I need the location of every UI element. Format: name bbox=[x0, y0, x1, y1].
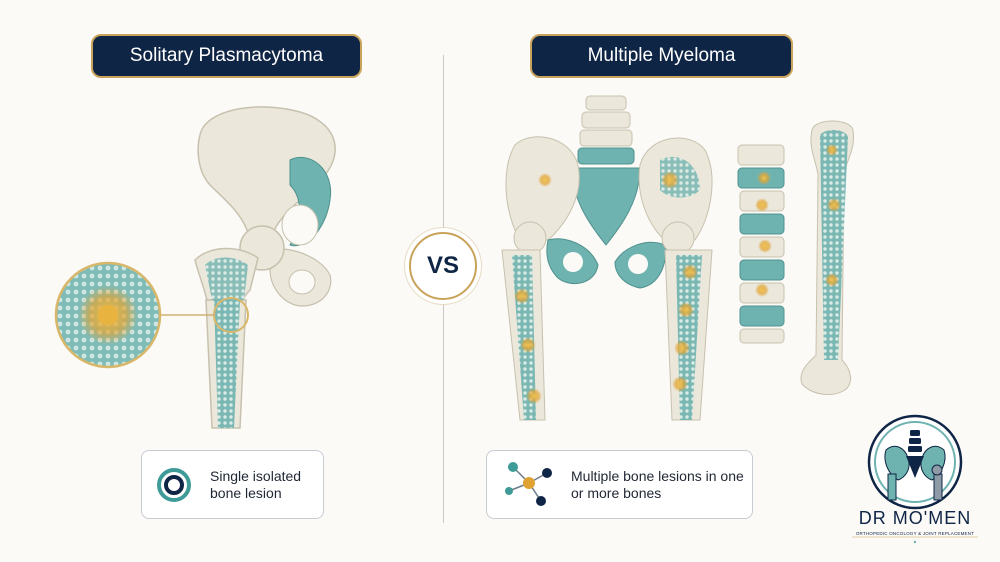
solitary-plasmacytoma-title: Solitary Plasmacytoma bbox=[91, 34, 362, 78]
network-nodes-icon bbox=[505, 461, 552, 506]
right-pelvis-spine-femur-illustration bbox=[501, 95, 855, 421]
vs-badge: VS bbox=[409, 232, 477, 300]
target-icon bbox=[157, 467, 191, 502]
multiple-myeloma-title: Multiple Myeloma bbox=[530, 34, 793, 78]
left-hip-femur-illustration bbox=[54, 106, 336, 429]
logo-dot bbox=[913, 540, 917, 544]
left-caption-box: Single isolated bone lesion bbox=[141, 450, 324, 519]
left-caption-text: Single isolated bone lesion bbox=[210, 467, 302, 501]
center-divider-bottom bbox=[443, 298, 444, 523]
logo-tagline: ORTHOPEDIC ONCOLOGY & JOINT REPLACEMENT bbox=[855, 531, 975, 536]
right-caption-box: Multiple bone lesions in one or more bon… bbox=[486, 450, 753, 519]
vs-label: VS bbox=[426, 252, 459, 279]
right-caption-text: Multiple bone lesions in one or more bon… bbox=[571, 467, 744, 501]
logo-emblem bbox=[867, 414, 963, 510]
center-divider-top bbox=[443, 55, 444, 230]
logo-name: DR MO'MEN bbox=[858, 508, 972, 528]
